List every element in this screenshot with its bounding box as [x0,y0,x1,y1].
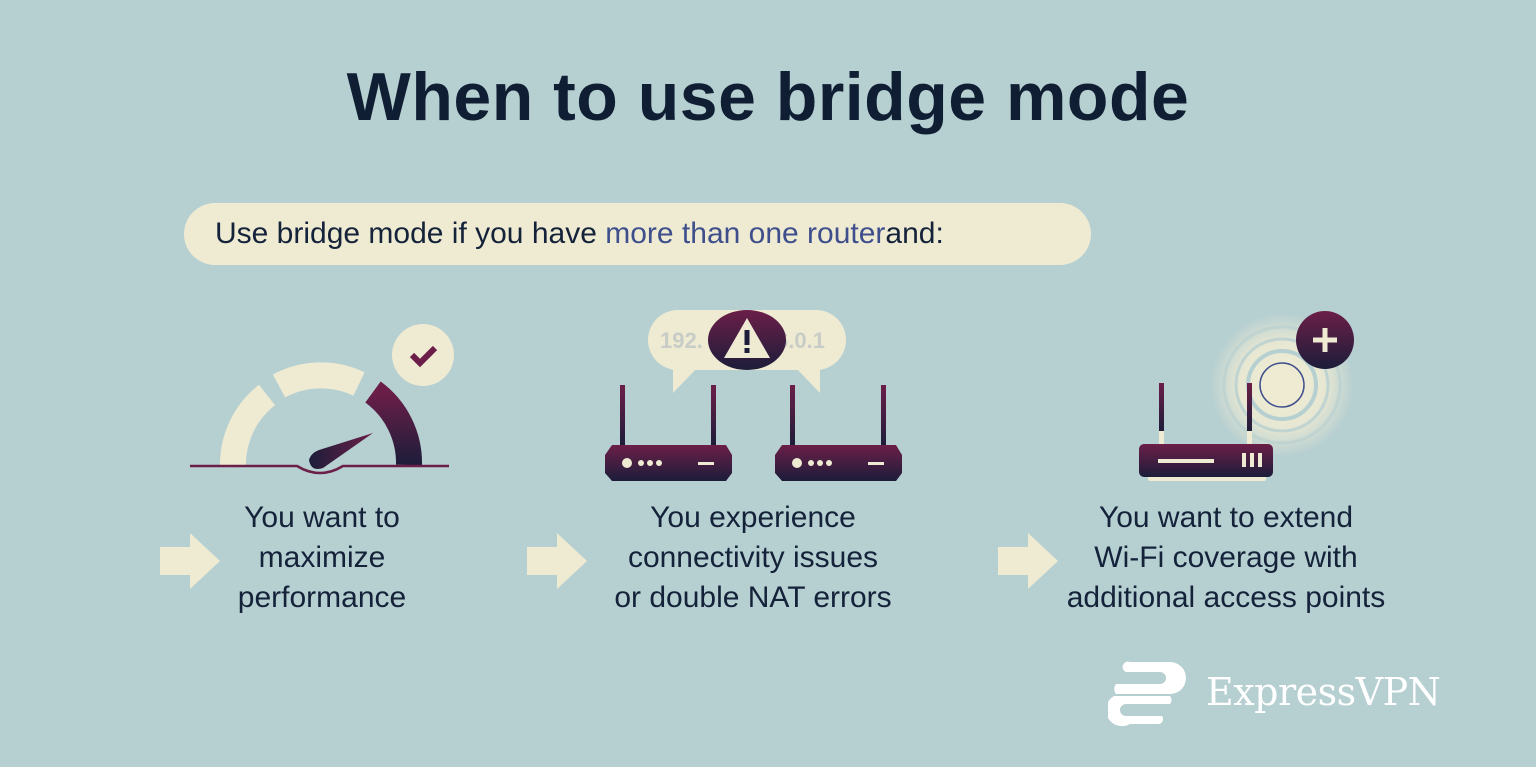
page-title: When to use bridge mode [346,59,1190,135]
caption-connectivity-issues: You experience connectivity issues or do… [614,501,892,614]
caption-extend-wifi: You want to extend Wi-Fi coverage with a… [1066,501,1386,614]
subtitle-prefix: Use bridge mode if you have [215,217,597,250]
subtitle-banner: Use bridge mode if you have more than on… [184,203,1091,265]
arrow-right-icon [527,533,587,589]
caption-maximize-performance: You want to maximize performance [237,501,407,614]
subtitle-highlight: more than one router [605,217,886,250]
check-badge [392,324,454,386]
router-access-point-icon [1139,311,1354,481]
arrow-right-icon [998,533,1058,589]
two-routers-warning-icon: 192. 6.0.1 [605,310,902,481]
expressvpn-logo-icon [1108,661,1186,726]
arrow-right-icon [160,533,220,589]
brand-name: ExpressVPN [1206,670,1441,714]
ip-text-left: 192. [660,328,703,353]
speedometer-icon [190,324,454,475]
subtitle-suffix: and: [885,217,944,250]
